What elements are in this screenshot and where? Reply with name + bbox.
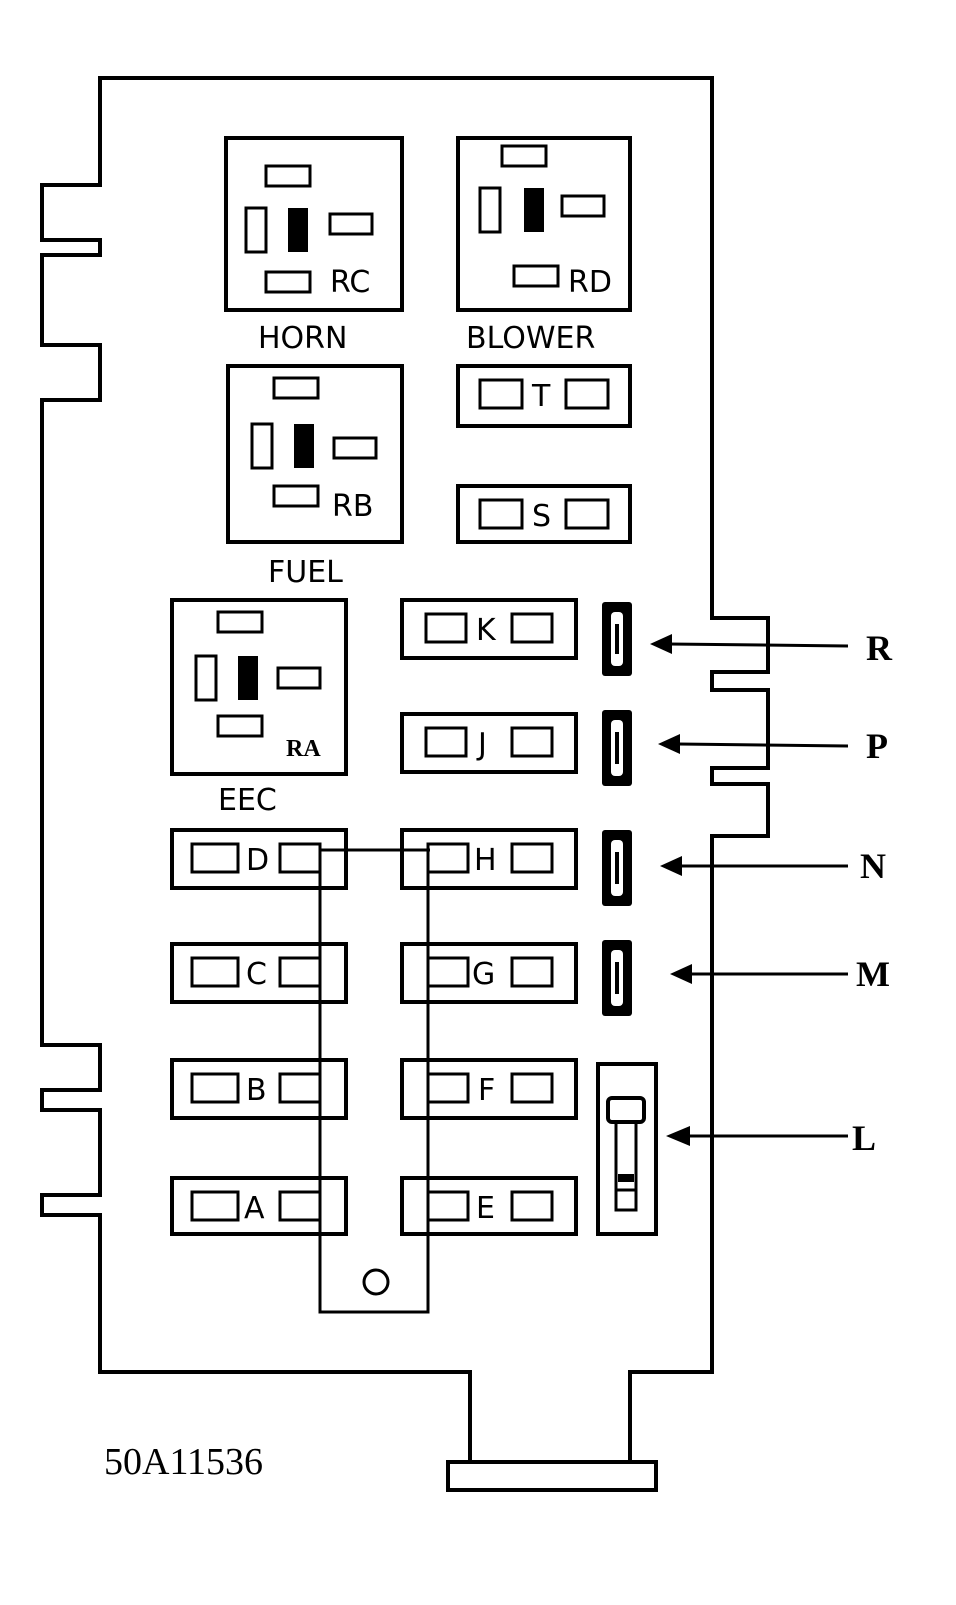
relay-rb-code: RB bbox=[332, 489, 373, 524]
callout-arrow-l bbox=[666, 1126, 848, 1146]
callout-arrow-n bbox=[660, 856, 848, 876]
fuse-h[interactable]: H bbox=[400, 828, 578, 890]
fuse-s[interactable]: S bbox=[456, 484, 632, 544]
fuse-c[interactable]: C bbox=[170, 942, 348, 1004]
mini-fuse-n[interactable] bbox=[602, 830, 632, 906]
fuse-a-label: A bbox=[244, 1191, 265, 1226]
callout-label-m: M bbox=[856, 954, 890, 994]
fuse-h-label: H bbox=[474, 843, 497, 878]
callout-label-n: N bbox=[860, 846, 886, 886]
relay-rb-name: FUEL bbox=[268, 555, 343, 590]
fuse-c-label: C bbox=[246, 957, 267, 992]
callout-arrow-p bbox=[658, 734, 849, 754]
relay-ra-code: RA bbox=[286, 736, 321, 762]
callout-label-l: L bbox=[852, 1118, 876, 1158]
bottom-connector-tab bbox=[446, 1460, 658, 1492]
relay-rd-name: BLOWER bbox=[466, 321, 595, 356]
relay-rc-code: RC bbox=[330, 265, 370, 300]
fuse-j-label: J bbox=[476, 727, 487, 762]
fuse-k[interactable]: K bbox=[400, 598, 578, 660]
fuse-t-label: T bbox=[531, 379, 551, 414]
fuse-f[interactable]: F bbox=[400, 1058, 578, 1120]
fuse-g-label: G bbox=[472, 957, 495, 992]
fuse-s-label: S bbox=[532, 499, 551, 534]
relay-rd[interactable]: RD bbox=[456, 136, 632, 312]
fuse-e-label: E bbox=[476, 1191, 495, 1226]
fuse-b-label: B bbox=[246, 1073, 267, 1108]
relay-ra-name: EEC bbox=[218, 783, 277, 818]
panel-outline bbox=[40, 76, 770, 1464]
fuse-f-label: F bbox=[478, 1073, 495, 1108]
callout-label-r: R bbox=[866, 628, 893, 668]
callout-arrow-m bbox=[670, 964, 848, 984]
bus-bar bbox=[318, 848, 430, 1314]
fuse-d-label: D bbox=[246, 843, 269, 878]
figure-code: 50A11536 bbox=[104, 1441, 263, 1483]
fuse-j[interactable]: J bbox=[400, 712, 578, 774]
callout-label-p: P bbox=[866, 726, 888, 766]
relay-rc-name: HORN bbox=[258, 321, 347, 356]
relay-rc[interactable]: RC bbox=[224, 136, 404, 312]
circuit-breaker-l[interactable] bbox=[596, 1062, 658, 1236]
mini-fuse-m[interactable] bbox=[602, 940, 632, 1016]
callout-arrow-r bbox=[650, 634, 849, 654]
relay-ra[interactable]: RA bbox=[170, 598, 348, 776]
fuse-a[interactable]: A bbox=[170, 1176, 348, 1236]
relay-rb[interactable]: RB bbox=[226, 364, 404, 544]
fuse-e[interactable]: E bbox=[400, 1176, 578, 1236]
fuse-b[interactable]: B bbox=[170, 1058, 348, 1120]
fuse-k-label: K bbox=[476, 613, 497, 648]
fuse-t[interactable]: T bbox=[456, 364, 632, 428]
fuse-d[interactable]: D bbox=[170, 828, 348, 890]
relay-rd-code: RD bbox=[568, 265, 612, 300]
mini-fuse-p[interactable] bbox=[602, 710, 632, 786]
mounting-hole bbox=[362, 1268, 390, 1296]
mini-fuse-r[interactable] bbox=[602, 602, 632, 676]
fuse-g[interactable]: G bbox=[400, 942, 578, 1004]
